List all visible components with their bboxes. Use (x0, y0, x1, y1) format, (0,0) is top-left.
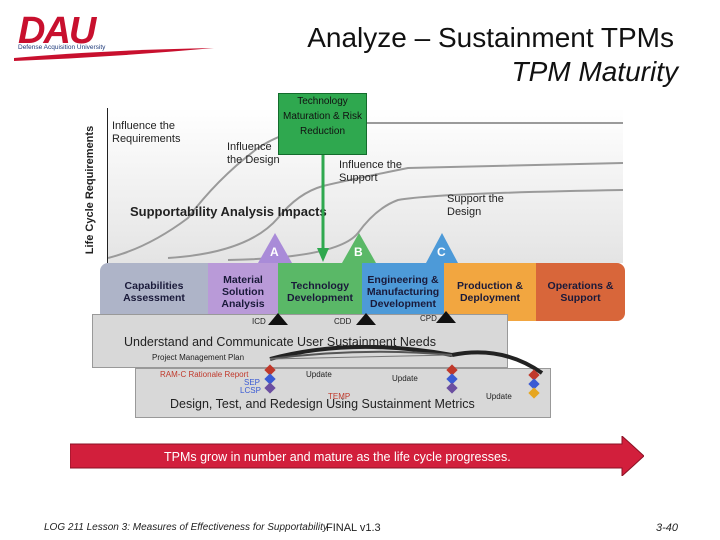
phase-emd: Engineering & Manufacturing Development (362, 263, 444, 321)
page-subtitle: TPM Maturity (511, 56, 678, 87)
cdd-label: CDD (334, 317, 352, 326)
update-label-2: Update (392, 374, 418, 383)
design-text: Design, Test, and Redesign Using Sustain… (170, 397, 475, 411)
tech-maturation-box: Technology Maturation & Risk Reduction (278, 93, 367, 155)
phase-capabilities: Capabilities Assessment (100, 263, 208, 321)
document-triangles (268, 311, 456, 325)
impacts-label: Supportability Analysis Impacts (130, 204, 327, 219)
milestone-b: B (354, 245, 363, 259)
design-box (135, 368, 551, 418)
dau-logo-subtext: Defense Acquisition University (18, 44, 106, 51)
phase-bar: Capabilities Assessment Material Solutio… (100, 263, 625, 321)
needs-box (92, 314, 508, 368)
label-influence-requirements: Influence the Requirements (112, 120, 181, 145)
temp-label: TEMP (328, 392, 351, 401)
tech-arrow (317, 150, 329, 262)
phase-technology-development: Technology Development (278, 263, 362, 321)
footer-version: FINAL v1.3 (326, 522, 381, 534)
doc-sep: SEP (244, 378, 261, 387)
update-label-1: Update (306, 370, 332, 379)
phase-operations: Operations & Support (536, 263, 625, 321)
arrow-text: TPMs grow in number and mature as the li… (164, 450, 511, 464)
icd-label: ICD (252, 317, 266, 326)
page-title: Analyze – Sustainment TPMs (307, 22, 674, 53)
label-influence-design: Influence the Design (227, 141, 280, 166)
phase-material-solution: Material Solution Analysis (208, 263, 278, 321)
label-support-design: Support the Design (447, 193, 504, 218)
footer-course: LOG 211 Lesson 3: Measures of Effectiven… (44, 522, 328, 533)
milestone-a: A (270, 245, 279, 259)
curve-design (167, 162, 623, 259)
label-influence-support: Influence the Support (339, 159, 402, 184)
update-arcs (264, 345, 544, 399)
footer-page: 3-40 (655, 522, 678, 534)
dau-logo: DAU (18, 10, 96, 52)
doc-ram-c: RAM-C Rationale Report (160, 370, 249, 379)
milestone-b-triangle (342, 233, 376, 263)
pmp-label: Project Management Plan (152, 353, 245, 362)
milestone-a-triangle (258, 233, 292, 263)
y-axis-label: Life Cycle Requirements (84, 125, 96, 255)
update-label-3: Update (486, 392, 512, 401)
curve-support (227, 189, 623, 261)
milestone-triangles (258, 233, 458, 263)
cpd-label: CPD (420, 314, 437, 323)
phase-production: Production & Deployment (444, 263, 536, 321)
progress-arrow (70, 436, 644, 476)
milestone-c: C (437, 245, 446, 259)
milestone-c-triangle (426, 233, 458, 263)
doc-lcsp: LCSP (240, 386, 261, 395)
logo-swoosh (14, 48, 214, 61)
